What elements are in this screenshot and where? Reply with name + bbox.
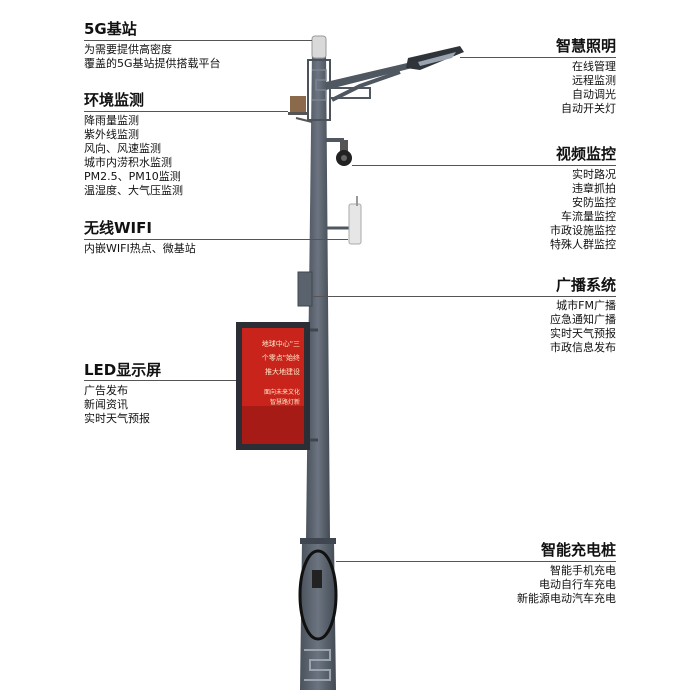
feature-lighting-title: 智慧照明 bbox=[555, 37, 616, 55]
wifi-antenna bbox=[348, 203, 362, 245]
leader-line-led bbox=[84, 380, 236, 381]
feature-lighting-items: 在线管理 远程监测 自动调光 自动开关灯 bbox=[556, 60, 616, 116]
feature-item: 自动开关灯 bbox=[561, 102, 616, 115]
feature-item: PM2.5、PM10监测 bbox=[84, 170, 181, 183]
feature-item: 在线管理 bbox=[572, 60, 616, 73]
feature-5g: 5G基站 为需要提供高密度 覆盖的5G基站提供搭载平台 bbox=[84, 20, 221, 71]
led-screen-line: 个零点"始终 bbox=[262, 353, 300, 362]
feature-item: 安防监控 bbox=[572, 196, 616, 209]
broadcast-speaker bbox=[297, 271, 313, 307]
charging-cable bbox=[298, 549, 338, 641]
feature-item: 为需要提供高密度 bbox=[84, 43, 172, 56]
leader-line-charging bbox=[336, 561, 616, 562]
feature-item: 市政设施监控 bbox=[550, 224, 616, 237]
led-screen-line: 智慧路灯新 bbox=[270, 398, 300, 406]
leader-line-5g bbox=[84, 40, 312, 41]
feature-broadcast-items: 城市FM广播 应急通知广播 实时天气预报 市政信息发布 bbox=[550, 299, 616, 355]
feature-item: 广告发布 bbox=[84, 384, 128, 397]
led-screen-line: 面向未来文化 bbox=[264, 388, 300, 396]
base-ornament bbox=[304, 649, 331, 681]
feature-item: 实时天气预报 bbox=[84, 412, 150, 425]
feature-item: 新闻资讯 bbox=[84, 398, 128, 411]
feature-item: 实时天气预报 bbox=[550, 327, 616, 340]
feature-item: 内嵌WIFI热点、微基站 bbox=[84, 242, 196, 255]
leader-line-lighting bbox=[460, 57, 616, 58]
feature-charging-title: 智能充电桩 bbox=[540, 541, 616, 559]
feature-item: 紫外线监测 bbox=[84, 128, 139, 141]
feature-item: 实时路况 bbox=[572, 168, 616, 181]
feature-item: 特殊人群监控 bbox=[550, 238, 616, 251]
charging-base bbox=[300, 540, 336, 690]
feature-led-title: LED显示屏 bbox=[84, 361, 162, 379]
feature-env-items: 降雨量监测 紫外线监测 风向、风速监测 城市内涝积水监测 PM2.5、PM10监… bbox=[84, 114, 183, 198]
feature-item: 远程监测 bbox=[572, 74, 616, 87]
feature-item: 城市内涝积水监测 bbox=[84, 156, 172, 169]
feature-item: 降雨量监测 bbox=[84, 114, 139, 127]
feature-charging: 智能充电桩 智能手机充电 电动自行车充电 新能源电动汽车充电 bbox=[517, 541, 616, 606]
feature-lighting: 智慧照明 在线管理 远程监测 自动调光 自动开关灯 bbox=[556, 37, 616, 116]
feature-item: 温湿度、大气压监测 bbox=[84, 184, 183, 197]
feature-wifi-items: 内嵌WIFI热点、微基站 bbox=[84, 242, 196, 256]
5g-antenna bbox=[311, 35, 327, 59]
feature-5g-title: 5G基站 bbox=[84, 20, 137, 38]
feature-item: 智能手机充电 bbox=[550, 564, 616, 577]
feature-video-items: 实时路况 违章抓拍 安防监控 车流量监控 市政设施监控 特殊人群监控 bbox=[550, 168, 616, 252]
feature-env-title: 环境监测 bbox=[84, 91, 145, 109]
feature-item: 自动调光 bbox=[572, 88, 616, 101]
feature-item: 覆盖的5G基站提供搭载平台 bbox=[84, 57, 221, 70]
leader-line-broadcast bbox=[312, 296, 616, 297]
feature-wifi-title: 无线WIFI bbox=[84, 219, 152, 237]
lamp-arm bbox=[326, 60, 420, 90]
feature-broadcast: 广播系统 城市FM广播 应急通知广播 实时天气预报 市政信息发布 bbox=[550, 276, 616, 355]
led-screen-line: 推大地建设 bbox=[265, 367, 300, 376]
feature-video-title: 视频监控 bbox=[555, 145, 616, 163]
leader-line-env bbox=[84, 111, 288, 112]
feature-item: 风向、风速监测 bbox=[84, 142, 161, 155]
feature-env: 环境监测 降雨量监测 紫外线监测 风向、风速监测 城市内涝积水监测 PM2.5、… bbox=[84, 91, 183, 198]
feature-charging-items: 智能手机充电 电动自行车充电 新能源电动汽车充电 bbox=[517, 564, 616, 606]
led-screen-text: 地球中心"三 个零点"始终 推大地建设 面向未来文化 智慧路灯新 bbox=[262, 339, 300, 406]
feature-item: 电动自行车充电 bbox=[539, 578, 616, 591]
pole-shaft bbox=[306, 50, 330, 540]
feature-item: 市政信息发布 bbox=[550, 341, 616, 354]
feature-item: 城市FM广播 bbox=[556, 299, 616, 312]
leader-line-wifi bbox=[84, 239, 348, 240]
feature-video: 视频监控 实时路况 违章抓拍 安防监控 车流量监控 市政设施监控 特殊人群监控 bbox=[550, 145, 616, 252]
feature-broadcast-title: 广播系统 bbox=[555, 276, 616, 294]
feature-item: 违章抓拍 bbox=[572, 182, 616, 195]
feature-5g-items: 为需要提供高密度 覆盖的5G基站提供搭载平台 bbox=[84, 43, 221, 71]
leader-line-video bbox=[352, 165, 616, 166]
feature-item: 应急通知广播 bbox=[550, 313, 616, 326]
feature-wifi: 无线WIFI 内嵌WIFI热点、微基站 bbox=[84, 219, 196, 256]
environment-sensor bbox=[290, 96, 306, 112]
feature-led: LED显示屏 广告发布 新闻资讯 实时天气预报 bbox=[84, 361, 161, 426]
feature-item: 车流量监控 bbox=[561, 210, 616, 223]
led-screen-line: 地球中心"三 bbox=[262, 339, 300, 348]
feature-led-items: 广告发布 新闻资讯 实时天气预报 bbox=[84, 384, 161, 426]
feature-item: 新能源电动汽车充电 bbox=[517, 592, 616, 605]
